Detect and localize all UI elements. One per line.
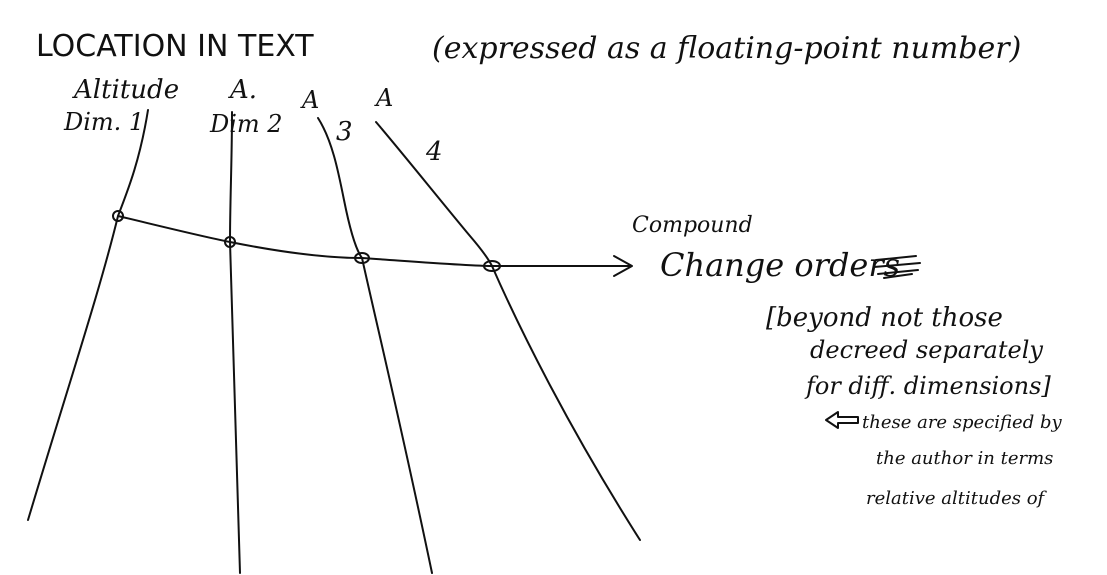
a-mark-4: A	[374, 84, 393, 112]
dimension-curve-3	[317, 117, 433, 574]
side-note-line-1: these are specified by	[862, 412, 1062, 433]
dim-2-label: Dim 2	[209, 110, 283, 138]
heading-caps: LOCATION IN TEXT	[36, 29, 314, 64]
dimension-curve-4	[375, 121, 641, 541]
a-mark-3: A	[300, 86, 319, 114]
compound-label: Compound	[632, 213, 753, 238]
outline-arrow-icon	[825, 411, 859, 429]
scribble-mark	[873, 255, 921, 279]
dimension-curve-2	[229, 111, 241, 574]
dimension-curve-1	[27, 109, 149, 521]
side-note-line-2: the author in terms	[876, 448, 1053, 469]
bracket-note-line-2: decreed separately	[810, 336, 1043, 364]
node-marker-2	[224, 236, 236, 248]
node-marker-1	[112, 210, 124, 222]
compound-arrow-line	[117, 215, 631, 267]
a-mark-2: A.	[228, 75, 257, 105]
side-note-line-3: relative altitudes of	[866, 488, 1048, 509]
bracket-note-line-3: for diff. dimensions]	[804, 372, 1051, 400]
change-orders-label: Change orders	[660, 246, 900, 284]
heading-parenthetical: (expressed as a floating-point number)	[432, 31, 1021, 66]
dim-4-label: 4	[425, 137, 443, 167]
node-marker-3	[354, 252, 370, 264]
compound-arrowhead	[613, 255, 633, 277]
node-marker-4	[483, 260, 501, 272]
bracket-note-line-1: [beyond not those	[766, 303, 1003, 333]
dim-1-label: Dim. 1	[63, 108, 144, 136]
altitude-label: Altitude	[72, 75, 179, 105]
dim-3-label: 3	[336, 117, 353, 147]
